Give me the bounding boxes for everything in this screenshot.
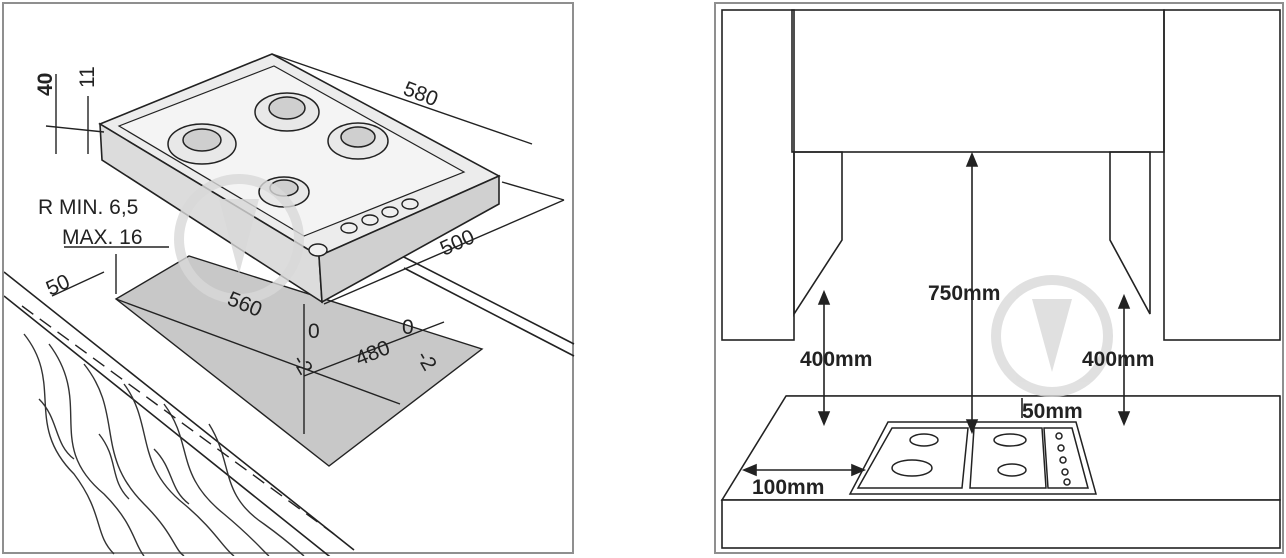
label-tol-480-plus: 0 [402, 316, 414, 339]
knob-2 [1057, 444, 1065, 452]
label-height-750mm: 750mm [928, 282, 1000, 305]
burner-right [327, 122, 389, 160]
label-tol-560-plus: 0 [308, 320, 320, 343]
worktop-outline [4, 251, 575, 556]
label-edge-50: 50 [43, 270, 74, 301]
knob-4 [1061, 468, 1069, 476]
burner-back-right [993, 433, 1027, 447]
burner-top [254, 92, 320, 132]
knob-4 [401, 198, 419, 210]
burner-front-right [997, 463, 1027, 477]
clearance-diagram: 750mm 400mm 400mm 50mm 100mm [720, 9, 1281, 549]
watermark-logo [991, 275, 1113, 397]
knob-1 [1055, 432, 1063, 440]
hob-top-view [848, 421, 1097, 495]
label-radius-min: R MIN. 6,5 [38, 196, 138, 219]
cabinet-right [1163, 9, 1281, 341]
hob-cutout-diagram-panel: 580 500 560 480 0 -2 0 -2 40 11 R MIN. 6… [2, 2, 575, 556]
label-side-left-400mm: 400mm [800, 348, 872, 371]
hob-burners [167, 92, 389, 208]
hood-cabinet [791, 9, 1165, 153]
cabinet-left-side [793, 151, 843, 317]
clearance-arrows [741, 151, 1131, 477]
cabinet-right-side [1109, 151, 1151, 315]
label-side-right-400mm: 400mm [1082, 348, 1154, 371]
cabinet-left [721, 9, 795, 341]
knob-1 [340, 222, 358, 234]
label-width-580: 580 [400, 77, 441, 111]
knob-5 [1063, 478, 1071, 486]
clearance-diagram-panel: 750mm 400mm 400mm 50mm 100mm [714, 2, 1284, 554]
burner-front-left [891, 459, 933, 477]
burner-back-left [909, 433, 939, 447]
watermark-logo [174, 174, 304, 304]
label-front-100mm: 100mm [752, 476, 824, 499]
cutout-area [114, 255, 484, 467]
burner-left [167, 123, 237, 165]
knob-3 [381, 206, 399, 218]
hob-cutout-diagram: 580 500 560 480 0 -2 0 -2 40 11 R MIN. 6… [4, 53, 575, 556]
hob-knobs [308, 198, 419, 257]
label-height-40: 40 [34, 73, 57, 96]
label-radius-max: MAX. 16 [62, 226, 143, 249]
knob-2 [361, 214, 379, 226]
worktop-wood-grain [23, 333, 305, 556]
dimension-lines [45, 53, 565, 434]
ignition-button [308, 243, 328, 257]
knob-3 [1059, 456, 1067, 464]
label-height-11: 11 [76, 66, 99, 88]
label-back-50mm: 50mm [1022, 400, 1083, 423]
